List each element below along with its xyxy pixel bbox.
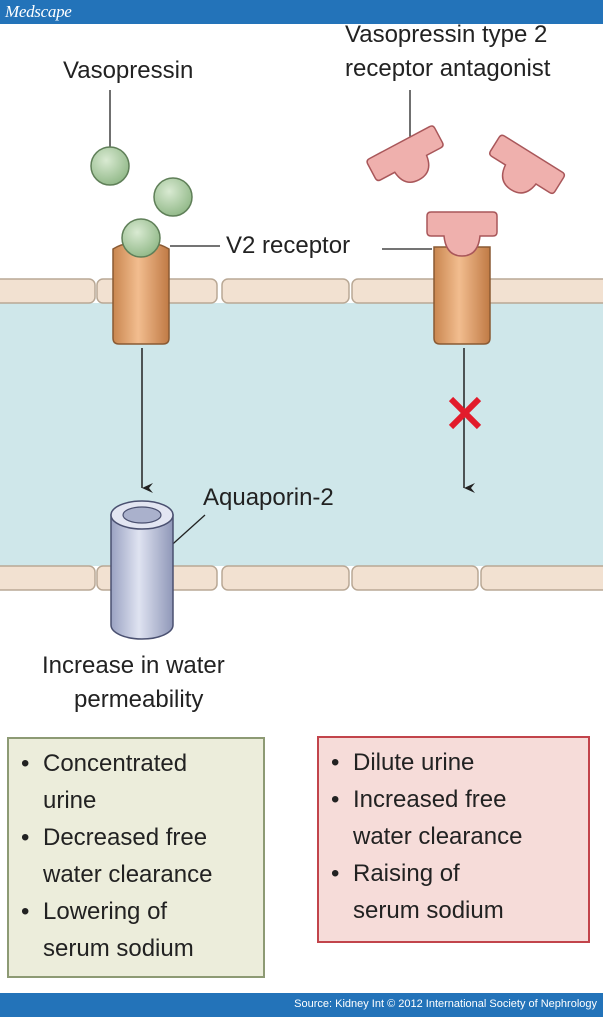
antagonist-label-line1: Vasopressin type 2 <box>345 21 548 48</box>
source-credit: Source: Kidney Int © 2012 International … <box>294 998 597 1010</box>
antagonist-molecules <box>366 125 566 257</box>
v2-receptor-left <box>112 243 170 345</box>
block-x-mark <box>448 396 482 430</box>
vasopressin-label: Vasopressin <box>63 57 194 84</box>
header-bar: Medscape <box>0 0 603 24</box>
permeability-label-line2: permeability <box>74 686 204 713</box>
bottom-membrane <box>0 565 603 591</box>
footer-bar: Source: Kidney Int © 2012 International … <box>0 993 603 1017</box>
permeability-label-line1: Increase in water <box>42 652 225 679</box>
v2-receptor-label: V2 receptor <box>226 232 351 259</box>
antagonist-label-line2: receptor antagonist <box>345 55 551 82</box>
cell-interior <box>0 303 603 566</box>
medscape-logo: Medscape <box>5 2 72 21</box>
v2-receptor-right <box>433 246 491 345</box>
vasopressin-molecules <box>90 146 193 258</box>
aquaporin-2-channel <box>110 500 174 640</box>
aquaporin-label: Aquaporin-2 <box>203 484 334 511</box>
effect-item: Dilute urine <box>319 744 582 781</box>
top-membrane <box>0 278 603 304</box>
mechanism-diagram <box>0 90 603 640</box>
